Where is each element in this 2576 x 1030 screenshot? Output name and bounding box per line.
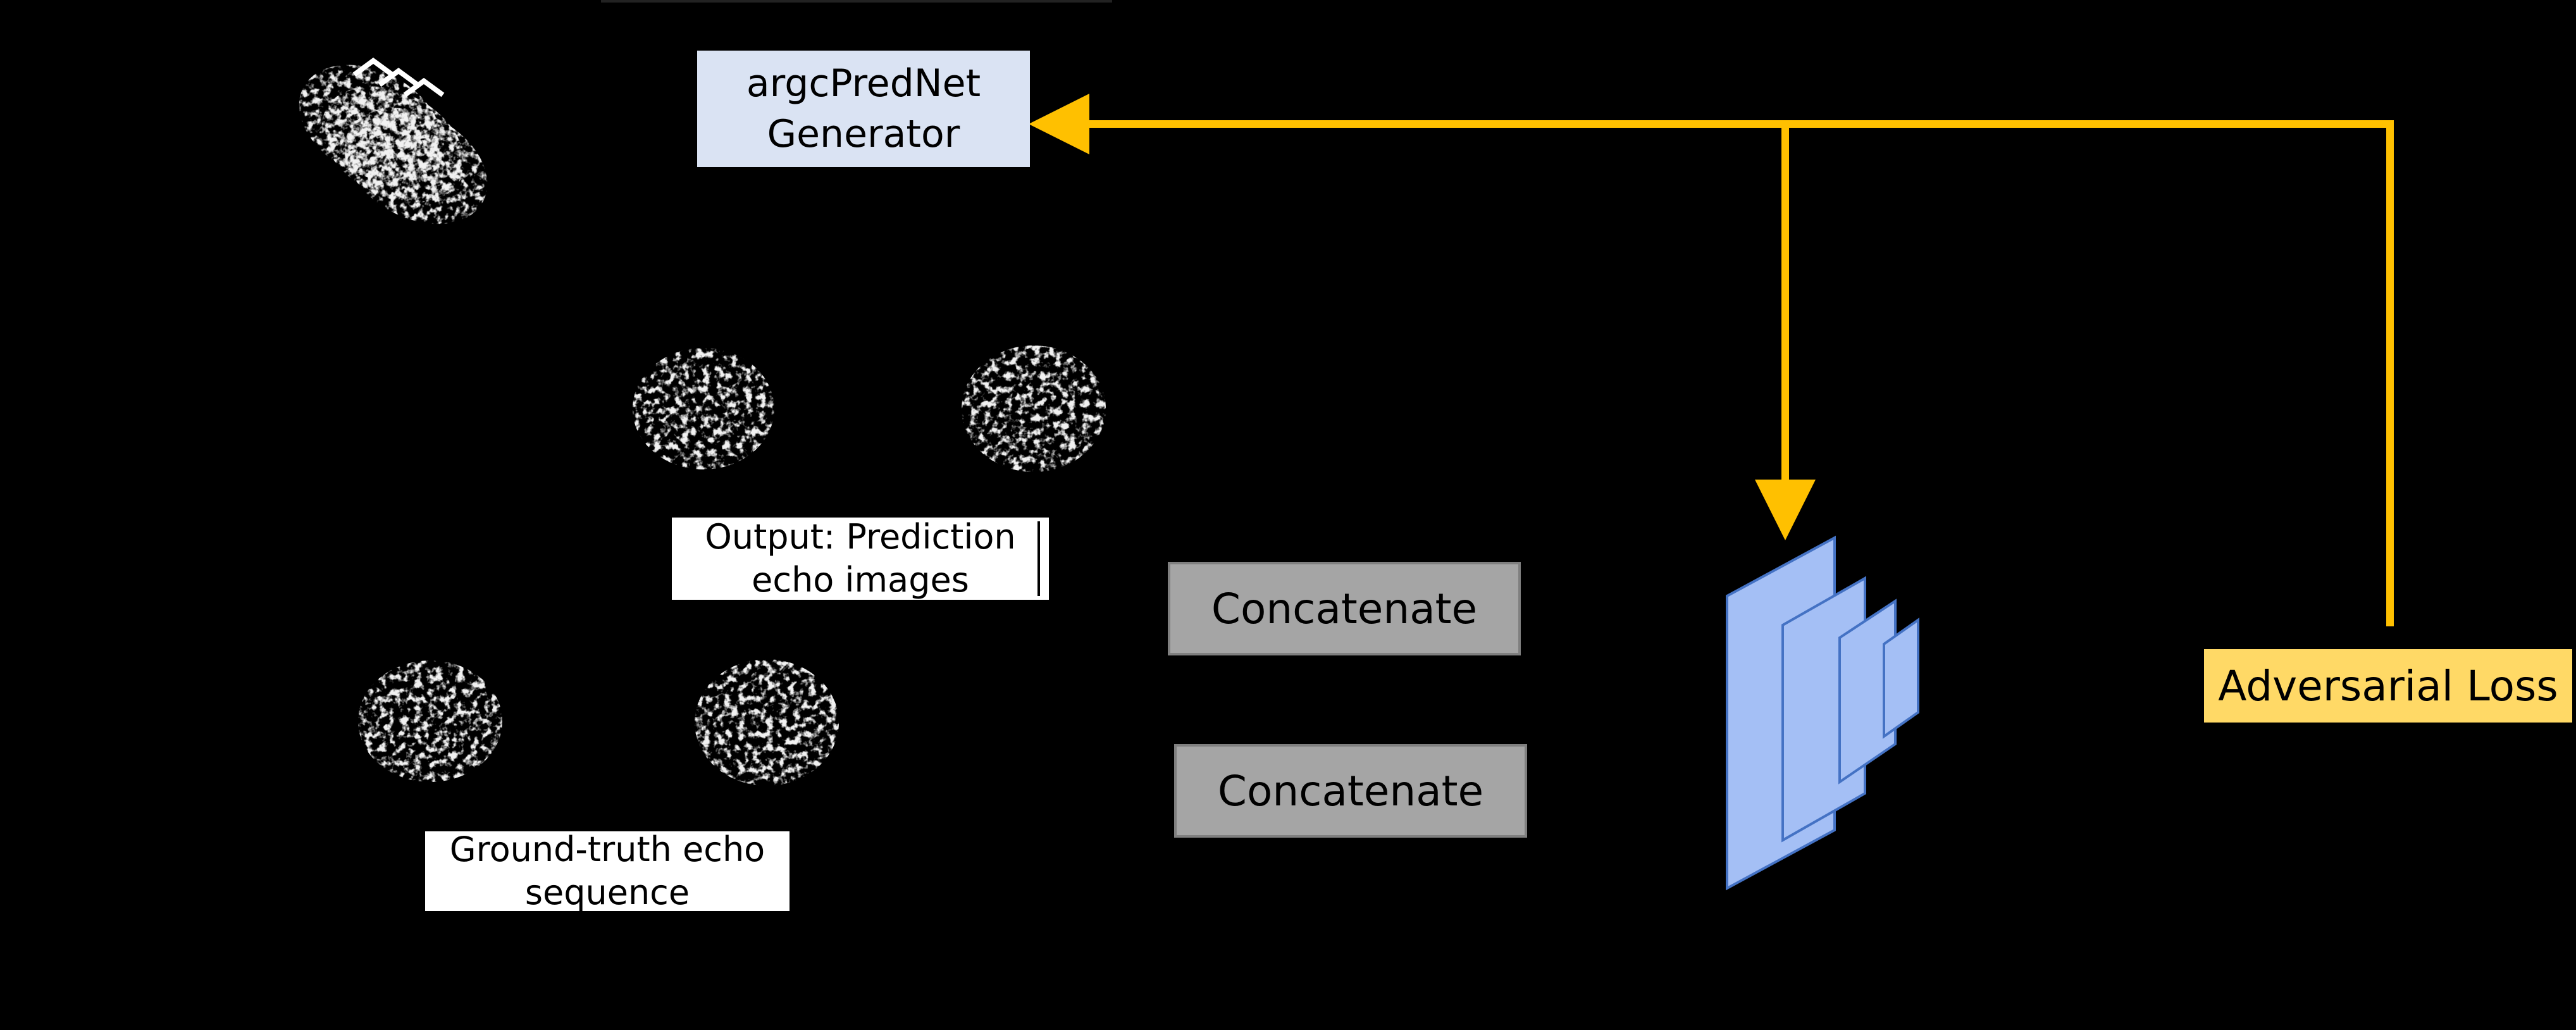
adversarial-loss-label: Adversarial Loss: [2218, 661, 2558, 710]
concatenate-label: Concatenate: [1217, 766, 1484, 816]
concatenate-box-bottom: Concatenate: [1174, 744, 1527, 838]
prediction-output-label: Output: Prediction echo images: [705, 517, 1016, 600]
concatenate-box-top: Concatenate: [1168, 562, 1521, 655]
ground-truth-echo-image-icon: [695, 659, 839, 786]
prediction-echo-image-icon: [633, 348, 774, 469]
prediction-output-label-box: Output: Prediction echo images: [672, 517, 1053, 600]
feedback-arrows: [1029, 94, 2394, 626]
ground-truth-echo-image-icon: [358, 661, 502, 782]
adversarial-loss-box: Adversarial Loss: [2204, 649, 2572, 723]
input-echo-stack-icon: [299, 58, 488, 225]
ground-truth-label-box: Ground-truth echo sequence: [425, 829, 790, 912]
generator-box: argcPredNet Generator: [697, 51, 1030, 167]
discriminator-cnn-icon: [1726, 535, 1919, 891]
loss-to-generator-arrow: [1029, 94, 2394, 626]
generator-label: argcPredNet Generator: [746, 61, 981, 156]
ground-truth-label: Ground-truth echo sequence: [449, 829, 765, 912]
top-edge-strip: [601, 0, 1112, 3]
concatenate-label: Concatenate: [1211, 584, 1478, 633]
prediction-echo-image-icon: [962, 345, 1106, 472]
